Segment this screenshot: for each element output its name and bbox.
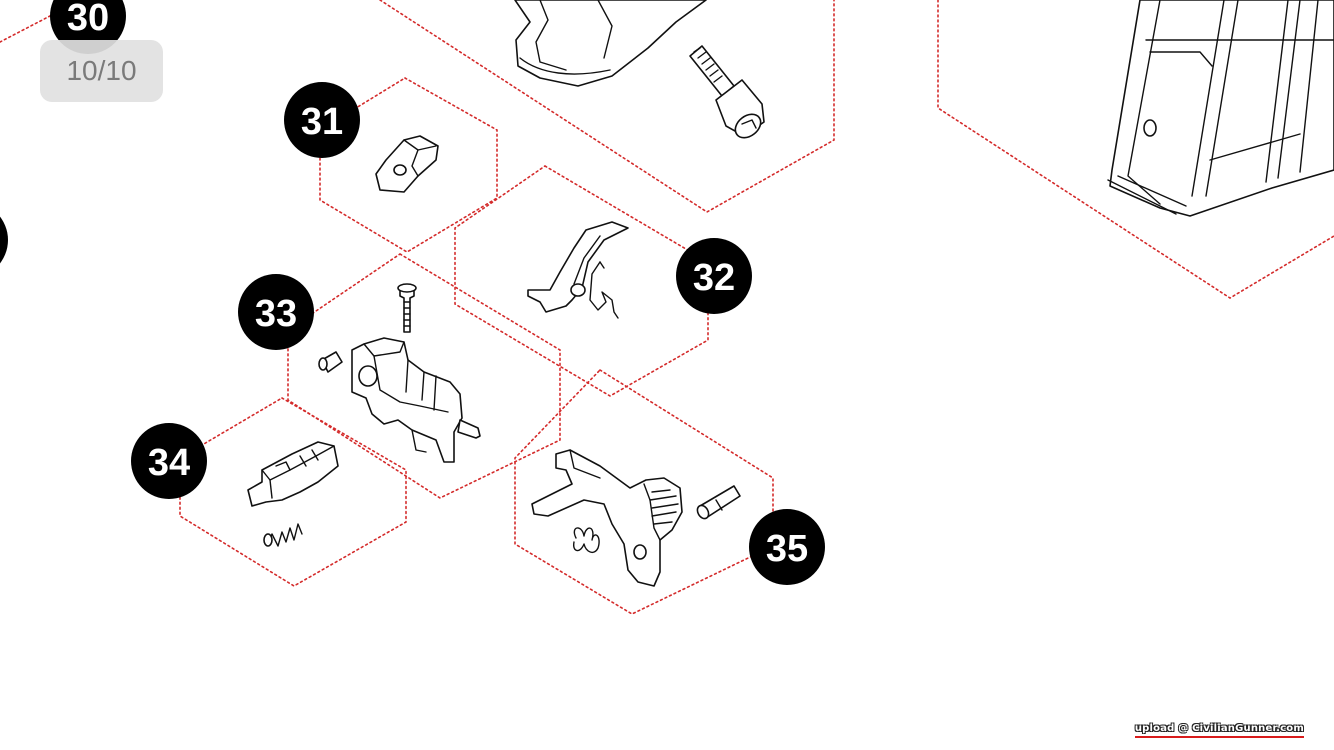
- part-34-block-and-spring: [247, 441, 339, 547]
- region-grip-outline: [379, 0, 835, 213]
- callout-circle: [238, 274, 314, 350]
- callout-label: 35: [766, 528, 808, 570]
- grip-screw-part: [689, 45, 765, 139]
- region-35-outline: [514, 368, 774, 615]
- callout-31: 31: [284, 82, 360, 158]
- callout-label: 32: [693, 257, 735, 299]
- part-33-trigger-housing: [318, 283, 481, 463]
- callout-35: 35: [749, 509, 825, 585]
- callout-circle: [676, 238, 752, 314]
- part-31-block: [375, 135, 439, 193]
- callout-label: 34: [148, 442, 190, 484]
- part-32-sear-and-spring: [527, 221, 629, 319]
- callout-34: 34: [131, 423, 207, 499]
- callout-circle: [749, 509, 825, 585]
- region-30-outline: [0, 15, 51, 43]
- callout-circle: [284, 82, 360, 158]
- callout-33: 33: [238, 274, 314, 350]
- callout-label: 33: [255, 293, 297, 335]
- partial-callout-left-edge: [0, 216, 8, 264]
- part-35-catch-assembly: [531, 449, 741, 587]
- callout-label: 31: [301, 101, 343, 143]
- region-magazine-outline: [937, 0, 1334, 299]
- pistol-grip-part: [514, 0, 707, 87]
- magazine-part: [1107, 0, 1334, 217]
- region-32-outline: [454, 165, 709, 397]
- upload-watermark: upload @ CivilianGunner.com: [1134, 723, 1304, 738]
- callout-circle: [131, 423, 207, 499]
- callout-32: 32: [676, 238, 752, 314]
- page-counter-badge: 10/10: [40, 40, 163, 102]
- callout-label: 30: [67, 0, 109, 39]
